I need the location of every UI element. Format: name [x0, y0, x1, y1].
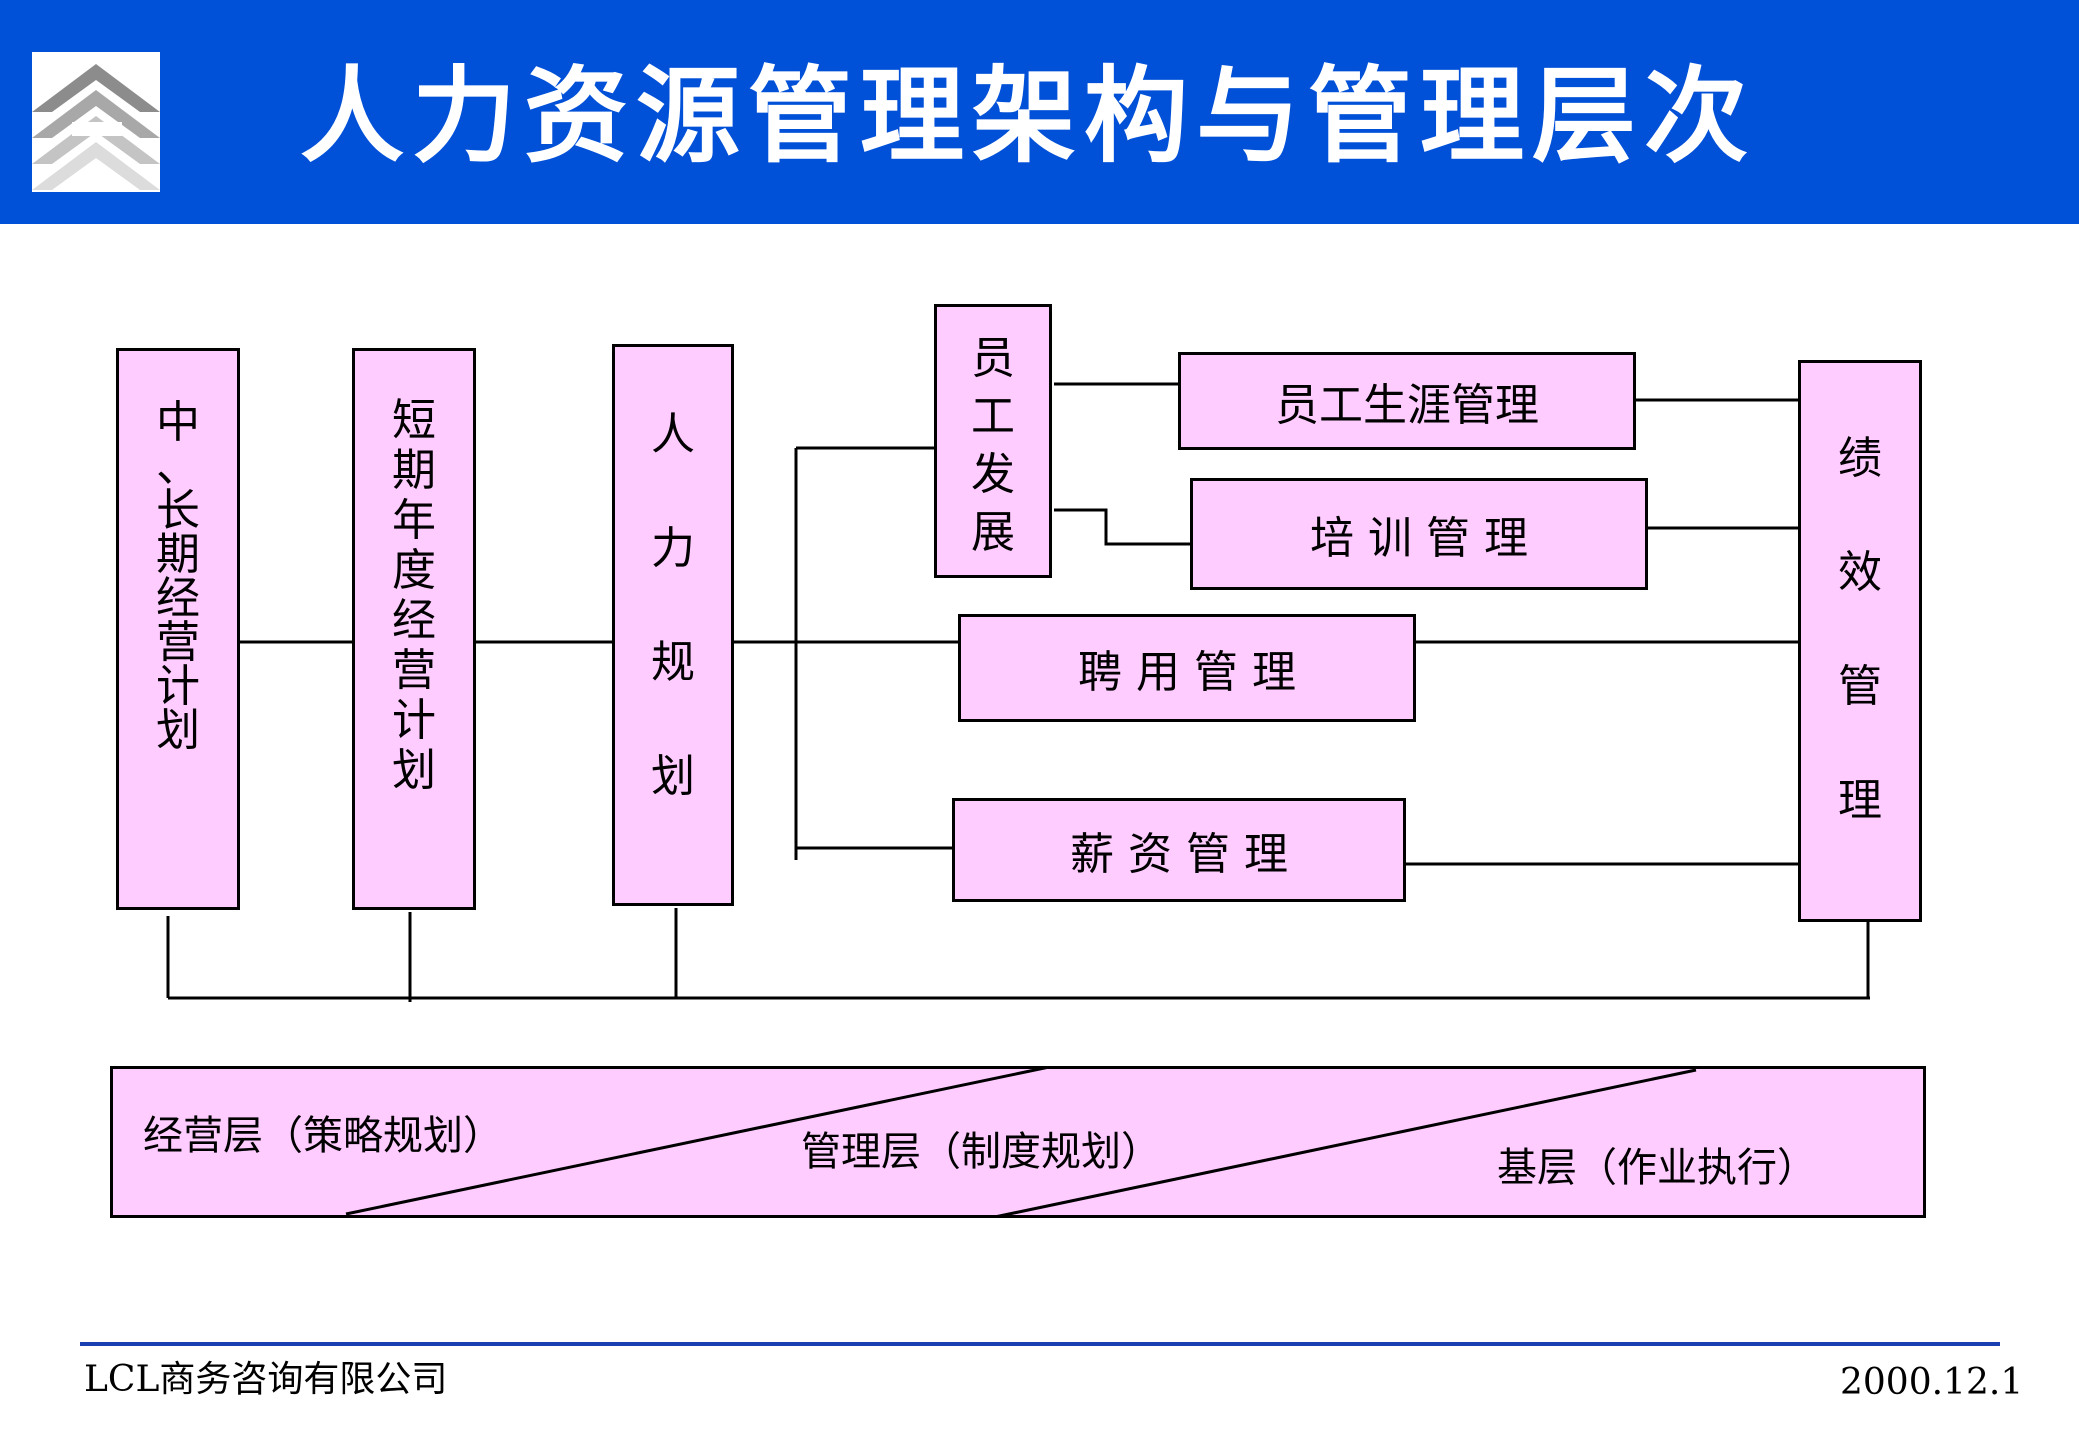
vertical-text-char: 管 — [1838, 661, 1882, 712]
vertical-text-char: 短 — [392, 395, 436, 446]
vertical-text-char: 经 — [392, 595, 436, 646]
performance-management-box: 绩效管理 — [1798, 360, 1922, 922]
salary-management-box: 薪 资 管 理 — [952, 798, 1406, 902]
training-management-box: 培 训 管 理 — [1190, 478, 1648, 590]
vertical-text-char: 划 — [156, 705, 200, 756]
vertical-text-char: 人 — [651, 409, 695, 460]
vertical-text-char: 划 — [651, 751, 695, 802]
footer-divider — [80, 1342, 2000, 1346]
career-management-box: 员工生涯管理 — [1178, 352, 1636, 450]
vertical-text-char: 年 — [392, 495, 436, 546]
footer-date: 2000.12.1 — [1840, 1362, 2024, 1403]
company-logo — [32, 52, 160, 192]
vertical-text-char: 计 — [392, 695, 436, 746]
short-term-plan-box: 短期年度经营计划 — [352, 348, 476, 910]
vertical-text-char: 展 — [971, 507, 1015, 558]
level-divider-lines — [345, 1066, 1697, 1218]
header-bar: 人力资源管理架构与管理层次 — [0, 0, 2079, 224]
vertical-text-char: 期 — [156, 529, 200, 580]
company-name: LCL商务咨询有限公司 — [84, 1359, 448, 1400]
operating-level-label: 经营层（策略规划） — [143, 1113, 503, 1159]
base-level-label: 基层（作业执行） — [1497, 1145, 1817, 1191]
vertical-text-char: 理 — [1838, 775, 1882, 826]
vertical-text-char: 、 — [156, 441, 200, 492]
vertical-text-char: 工 — [971, 391, 1015, 442]
hiring-management-box: 聘 用 管 理 — [958, 614, 1416, 722]
stacked-chevron-logo-icon — [32, 64, 160, 190]
long-term-plan-box: 中、长期经营计划 — [116, 348, 240, 910]
vertical-text-char: 力 — [651, 523, 695, 574]
vertical-text-char: 绩 — [1838, 433, 1882, 484]
vertical-text-char: 营 — [156, 617, 200, 668]
vertical-text-char: 期 — [392, 445, 436, 496]
vertical-text-char: 计 — [156, 661, 200, 712]
page-title: 人力资源管理架构与管理层次 — [300, 55, 1757, 177]
vertical-text-char: 效 — [1838, 547, 1882, 598]
management-level-label: 管理层（制度规划） — [801, 1129, 1161, 1175]
vertical-text-char: 发 — [971, 449, 1015, 500]
hr-planning-box: 人力规划 — [612, 344, 734, 906]
vertical-text-char: 员 — [971, 333, 1015, 384]
management-levels-band: 经营层（策略规划） 管理层（制度规划） 基层（作业执行） — [110, 1066, 1926, 1218]
vertical-text-char: 规 — [651, 637, 695, 688]
vertical-text-char: 长 — [156, 485, 200, 536]
vertical-text-char: 度 — [392, 545, 436, 596]
vertical-text-char: 营 — [392, 645, 436, 696]
employee-development-box: 员工发展 — [934, 304, 1052, 578]
vertical-text-char: 划 — [392, 745, 436, 796]
vertical-text-char: 经 — [156, 573, 200, 624]
vertical-text-char: 中 — [156, 397, 200, 448]
